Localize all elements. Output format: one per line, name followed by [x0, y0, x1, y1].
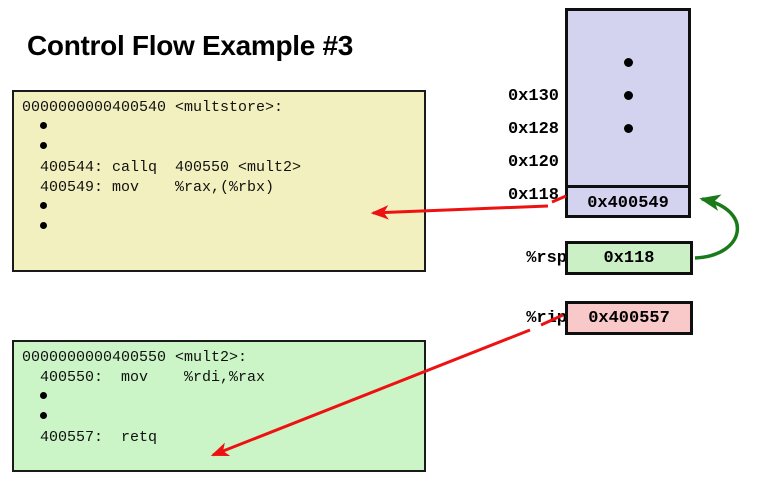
- arrow-rsp-to-stack-cell: [694, 194, 740, 260]
- stack-ellipsis-dot-icon: [624, 91, 633, 100]
- stack-address-label-0x128: 0x128: [507, 120, 559, 139]
- stack-region: [565, 8, 691, 218]
- stack-address-label-0x118: 0x118: [507, 186, 559, 205]
- dot-icon: [40, 201, 47, 209]
- code-line: 400550: mov %rdi,%rax: [22, 369, 266, 386]
- dot-icon: [40, 411, 47, 419]
- page-title: Control Flow Example #3: [27, 30, 354, 61]
- register-label-rip: %rip: [526, 309, 567, 328]
- code-ellipsis-dot-icon: [14, 118, 424, 138]
- code-line: 0000000000400550 <mult2>:: [22, 349, 248, 366]
- stack-cell-return-address: 0x400549: [587, 193, 669, 213]
- dot-icon: [40, 391, 47, 399]
- register-value-rsp: 0x118: [565, 241, 693, 275]
- code-line: 400549: mov %rax,(%rbx): [22, 179, 275, 196]
- code-ellipsis-dot-icon: [14, 388, 424, 408]
- stack-address-label-0x120: 0x120: [507, 153, 559, 172]
- code-ellipsis-dot-icon: [14, 218, 424, 238]
- register-label-rsp: %rsp: [526, 249, 567, 268]
- dot-icon: [40, 121, 47, 129]
- code-ellipsis-dot-icon: [14, 198, 424, 218]
- code-line: 400557: retq: [22, 429, 158, 446]
- code-block-multstore: 0000000000400540 <multstore>: 400544: ca…: [12, 90, 426, 272]
- dot-icon: [40, 221, 47, 229]
- register-value-rip: 0x400557: [565, 301, 693, 335]
- stack-address-label-0x130: 0x130: [507, 87, 559, 106]
- dot-icon: [40, 141, 47, 149]
- code-block-mult2: 0000000000400550 <mult2>: 400550: mov %r…: [12, 340, 426, 472]
- stack-cell-divider: [565, 185, 691, 188]
- stack-ellipsis-dot-icon: [624, 58, 633, 67]
- code-line: 400544: callq 400550 <mult2>: [22, 159, 302, 176]
- code-line: 0000000000400540 <multstore>:: [22, 99, 284, 116]
- code-ellipsis-dot-icon: [14, 408, 424, 428]
- stack-ellipsis-dot-icon: [624, 124, 633, 133]
- code-ellipsis-dot-icon: [14, 138, 424, 158]
